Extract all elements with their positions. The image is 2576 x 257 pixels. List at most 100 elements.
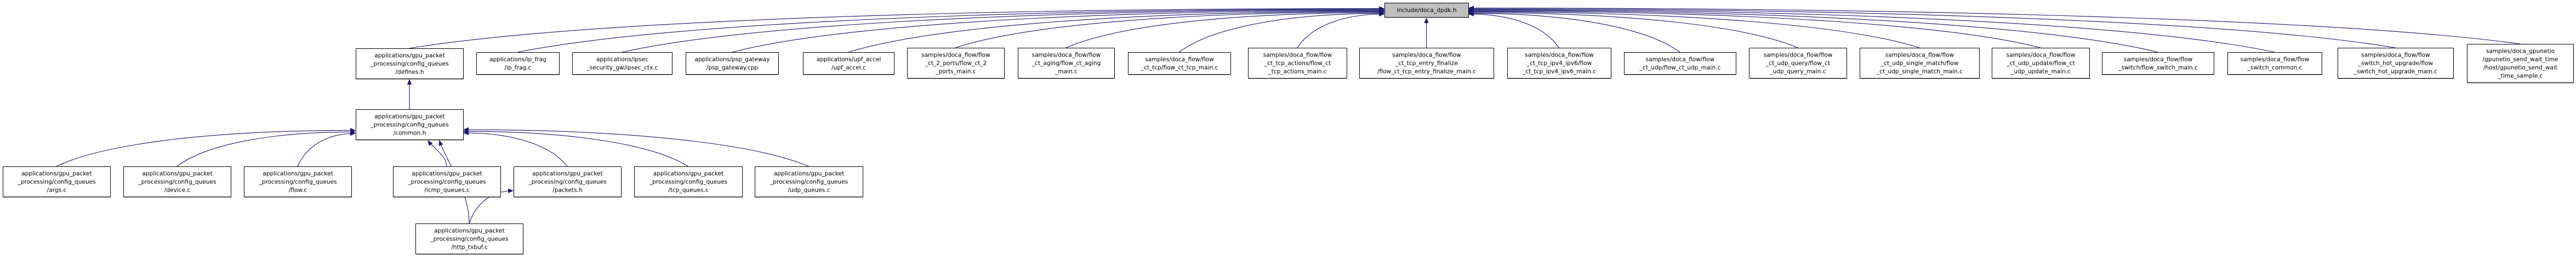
dependency-edge <box>469 188 514 224</box>
node-box <box>1749 48 1847 79</box>
node-label-line: samples/doca_flow/flow <box>1145 57 1214 63</box>
node-box <box>2467 44 2574 83</box>
node-box <box>2338 48 2454 79</box>
graph-node[interactable]: samples/doca_flow/flow_ct_tcp_actions/fl… <box>1248 48 1348 79</box>
graph-node[interactable]: applications/gpu_packet_processing/confi… <box>415 224 524 255</box>
node-label-line: _switch_common.c <box>2247 65 2303 71</box>
graph-node[interactable]: samples/doca_flow/flow_ct_tcp_ipv4_ipv6/… <box>1507 48 1612 79</box>
dependency-edge <box>1468 6 2396 48</box>
graph-node[interactable]: applications/gpu_packet_processing/confi… <box>356 109 464 141</box>
dependency-edge <box>1468 10 1798 48</box>
graph-node[interactable]: samples/doca_flow/flow_ct_2_ports/flow_c… <box>907 48 1005 79</box>
node-box <box>1359 48 1494 79</box>
dependency-edge <box>1468 8 2158 53</box>
graph-node[interactable]: samples/doca_flow/flow _ct_tcp/flow_ct_tc… <box>1128 52 1232 75</box>
node-box <box>3 166 111 197</box>
graph-node[interactable]: samples/doca_gpunetio/gpunetio_send_wait… <box>2467 44 2574 83</box>
node-label-line: _ct_tcp/flow_ct_tcp_main.c <box>1141 65 1218 71</box>
graph-node[interactable]: applications/gpu_packet_processing/confi… <box>755 166 864 198</box>
dependency-edge <box>463 130 568 167</box>
node-label-line: applications/ip_frag <box>489 57 546 63</box>
node-label-line: _ct_udp/flow_ct_udp_main.c <box>1639 65 1721 71</box>
node-box <box>356 109 464 140</box>
dependency-edge <box>732 8 1384 53</box>
node-label-line: _ct_2_ports/flow_ct_2 <box>925 60 987 67</box>
node-label-line: _udp_update_main.c <box>2010 69 2071 75</box>
node-box <box>415 224 523 254</box>
node-box <box>2227 52 2322 75</box>
dependency-edge <box>1065 10 1384 48</box>
node-label-line: _processing/config_queues <box>407 179 486 186</box>
dependency-edge <box>409 6 1384 49</box>
nodes-layer: include/doca_dpdk.h applications/gpu_pack… <box>3 3 2574 255</box>
node-label-line: _ct_udp_update/flow_ct <box>2006 60 2075 67</box>
node-box <box>514 166 622 197</box>
graph-node[interactable]: applications/ip_frag/ip_frag.c <box>476 52 560 75</box>
graph-node[interactable]: applications/upf_accel/upf_accel.c <box>803 52 895 75</box>
graph-node[interactable]: applications/ipsec_security_gw/ipsec_ctx… <box>572 52 673 75</box>
node-label-line: samples/doca_flow/flow <box>1764 52 1833 59</box>
graph-node[interactable]: samples/doca_flow/flow_switch/flow_switc… <box>2102 52 2215 75</box>
graph-node[interactable]: applications/gpu_packet_processing/confi… <box>634 166 743 198</box>
node-box <box>1624 52 1736 75</box>
graph-node[interactable]: samples/doca_flow/flow_ct_udp_update/flo… <box>1992 48 2090 79</box>
graph-node[interactable]: applications/psp_gateway/psp_gateway.cpp <box>686 52 779 75</box>
node-label-line: _switch_hot_upgrade/flow <box>2358 60 2433 67</box>
graph-node[interactable]: samples/doca_flow/flow_ct_aging/flow_ct_… <box>1018 48 1115 79</box>
graph-node[interactable]: applications/gpu_packet_processing/confi… <box>244 166 352 198</box>
graph-node[interactable]: applications/gpu_packet_processing/confi… <box>514 166 622 198</box>
graph-node[interactable]: applications/gpu_packet_processing/confi… <box>123 166 232 198</box>
graph-node[interactable]: samples/doca_flow/flow_switch_common.c <box>2227 52 2323 75</box>
node-label-line: _ct_tcp_actions/flow_ct <box>1264 60 1331 67</box>
dependency-edge <box>1468 9 1920 48</box>
node-label-line: /defines.h <box>395 69 424 76</box>
graph-node[interactable]: samples/doca_flow/flow_switch_hot_upgrad… <box>2338 48 2454 79</box>
graph-node[interactable]: applications/gpu_packet _processing/confi… <box>393 166 501 198</box>
node-label-line: /device.c <box>164 187 191 194</box>
node-label-line: applications/psp_gateway <box>694 57 770 63</box>
dependency-edge <box>1468 11 1680 53</box>
node-label-line: applications/gpu_packet <box>21 171 92 177</box>
dependency-edge <box>463 128 688 167</box>
node-label-line: _tcp_actions_main.c <box>1268 69 1327 75</box>
node-box <box>1128 52 1231 75</box>
graph-node[interactable]: applications/gpu_packet_processing/confi… <box>356 48 464 80</box>
node-label-line: /upf_accel.c <box>831 65 866 71</box>
node-label-line: applications/gpu_packet <box>374 53 444 59</box>
node-box <box>244 166 352 197</box>
node-box <box>572 52 673 75</box>
graph-node[interactable]: samples/doca_flow/flow_ct_udp_query/flow… <box>1749 48 1848 79</box>
node-label-line: applications/ipsec <box>596 57 648 63</box>
dependency-edge <box>428 140 447 167</box>
node-label-line: _processing/config_queues <box>138 179 216 186</box>
node-label-line: applications/gpu_packet <box>374 114 444 120</box>
node-label-line: include/doca_dpdk.h <box>1397 7 1456 14</box>
graph-node[interactable]: applications/gpu_packet_processing/confi… <box>3 166 111 198</box>
node-label-line: _ct_tcp_ipv4_ipv6/flow <box>1526 60 1592 67</box>
graph-node[interactable]: samples/doca_flow/flow_ct_udp/flow_ct_ud… <box>1624 52 1737 75</box>
node-label-line: applications/upf_accel <box>817 57 881 63</box>
graph-node[interactable]: samples/doca_flow/flow_ct_tcp_entry_fina… <box>1359 48 1495 79</box>
node-label-line: _ct_udp_single_match_main.c <box>1876 69 1963 75</box>
node-label-line: samples/doca_flow/flow <box>921 52 990 59</box>
node-label-line: samples/doca_flow/flow <box>2361 52 2430 59</box>
node-label-line: _ct_tcp_entry_finalize <box>1395 60 1458 67</box>
node-label-line: _ct_tcp_ipv4_ipv6_main.c <box>1522 69 1596 75</box>
node-label-line: /flow_ct_tcp_entry_finalize_main.c <box>1377 69 1476 75</box>
node-box <box>634 166 743 197</box>
node-box <box>686 52 779 75</box>
node-label-line: /tcp_queues.c <box>668 187 709 194</box>
dependency-edge <box>1468 8 2041 48</box>
node-box <box>907 48 1005 79</box>
node-box <box>1384 3 1469 18</box>
node-label-line: samples/doca_flow/flow <box>1263 52 1332 59</box>
node-label-line: _time_sample.c <box>2497 73 2543 80</box>
node-box <box>2102 52 2214 75</box>
node-label-line: applications/gpu_packet <box>412 171 482 177</box>
graph-node[interactable]: samples/doca_flow/flow_ct_udp_single_mat… <box>1860 48 1980 79</box>
node-label-line: /udp_queues.c <box>788 187 830 194</box>
graph-node-main-file[interactable]: include/doca_dpdk.h <box>1384 3 1469 18</box>
node-label-line: samples/doca_flow/flow <box>1392 52 1461 59</box>
node-box <box>1018 48 1115 79</box>
